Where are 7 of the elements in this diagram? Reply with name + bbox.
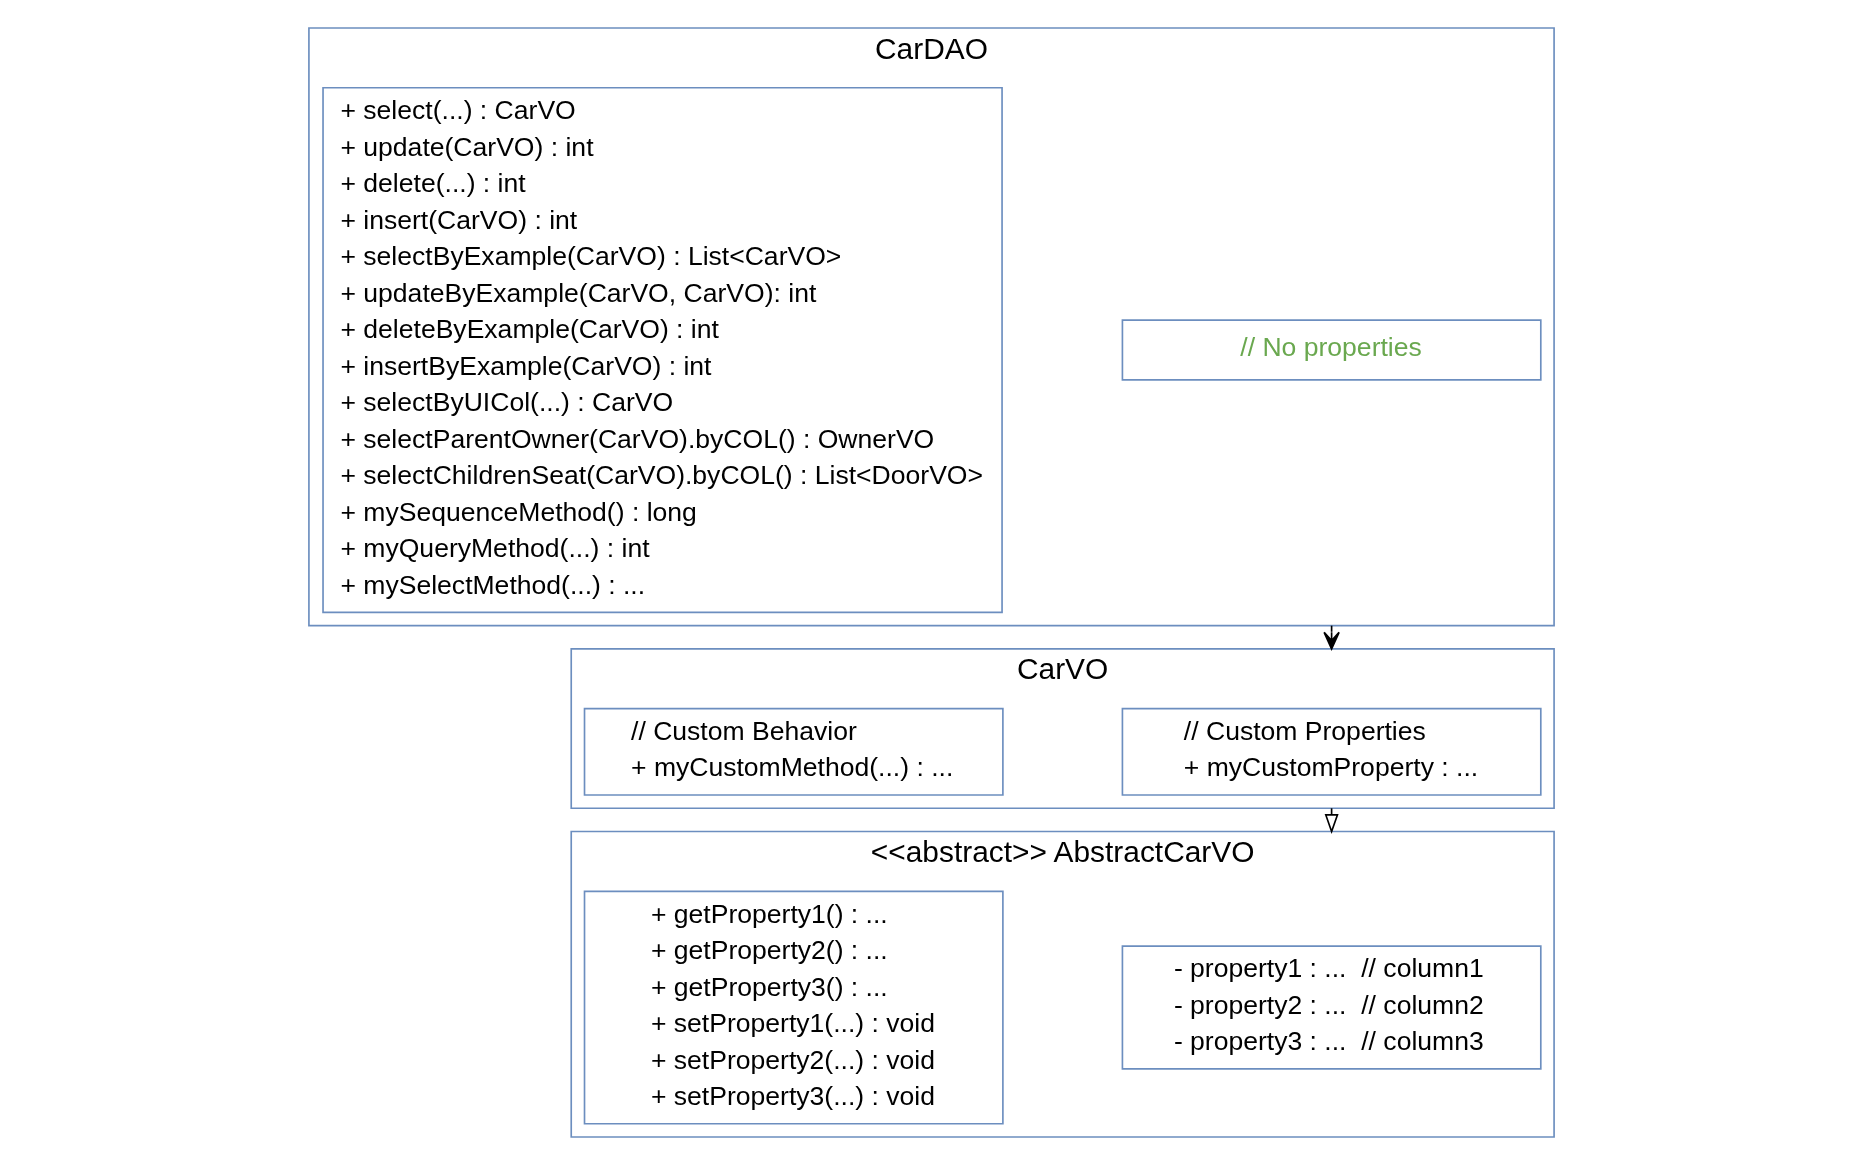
node-box: // No properties [1121, 319, 1542, 381]
node-box: // Custom Behavior + myCustomMethod(...) : ... [583, 707, 1004, 796]
node-box: + getProperty1() : ... + getProperty2() : ... + getProperty3() : ... + setProperty1(...) : void + setProperty2(...) : void + setProperty3(...) : void [583, 890, 1004, 1125]
node-box: - property1 : ... // column1 - property2 : ... // column2 - property3 : ... // column3 [1121, 945, 1542, 1070]
node-box: // Custom Properties + myCustomProperty : ... [1121, 707, 1542, 796]
arrow [1323, 624, 1340, 650]
node-box: + select(...) : CarVO + update(CarVO) : int + delete(...) : int + insert(CarVO) : int + selectByExample(CarVO) : List<CarVO> + updateByExample(CarVO, CarVO): int + deleteByExample(CarVO) : int + insertByExample(CarVO) : int + selectByUICol(...) : CarVO + selectParentOwner(CarVO).byCOL() : OwnerVO + selectChildrenSeat(CarVO).byCOL() : List<DoorVO> + mySequenceMethod() : long + myQueryMethod(...) : int + mySelectMethod(...) : ... [322, 86, 1003, 614]
